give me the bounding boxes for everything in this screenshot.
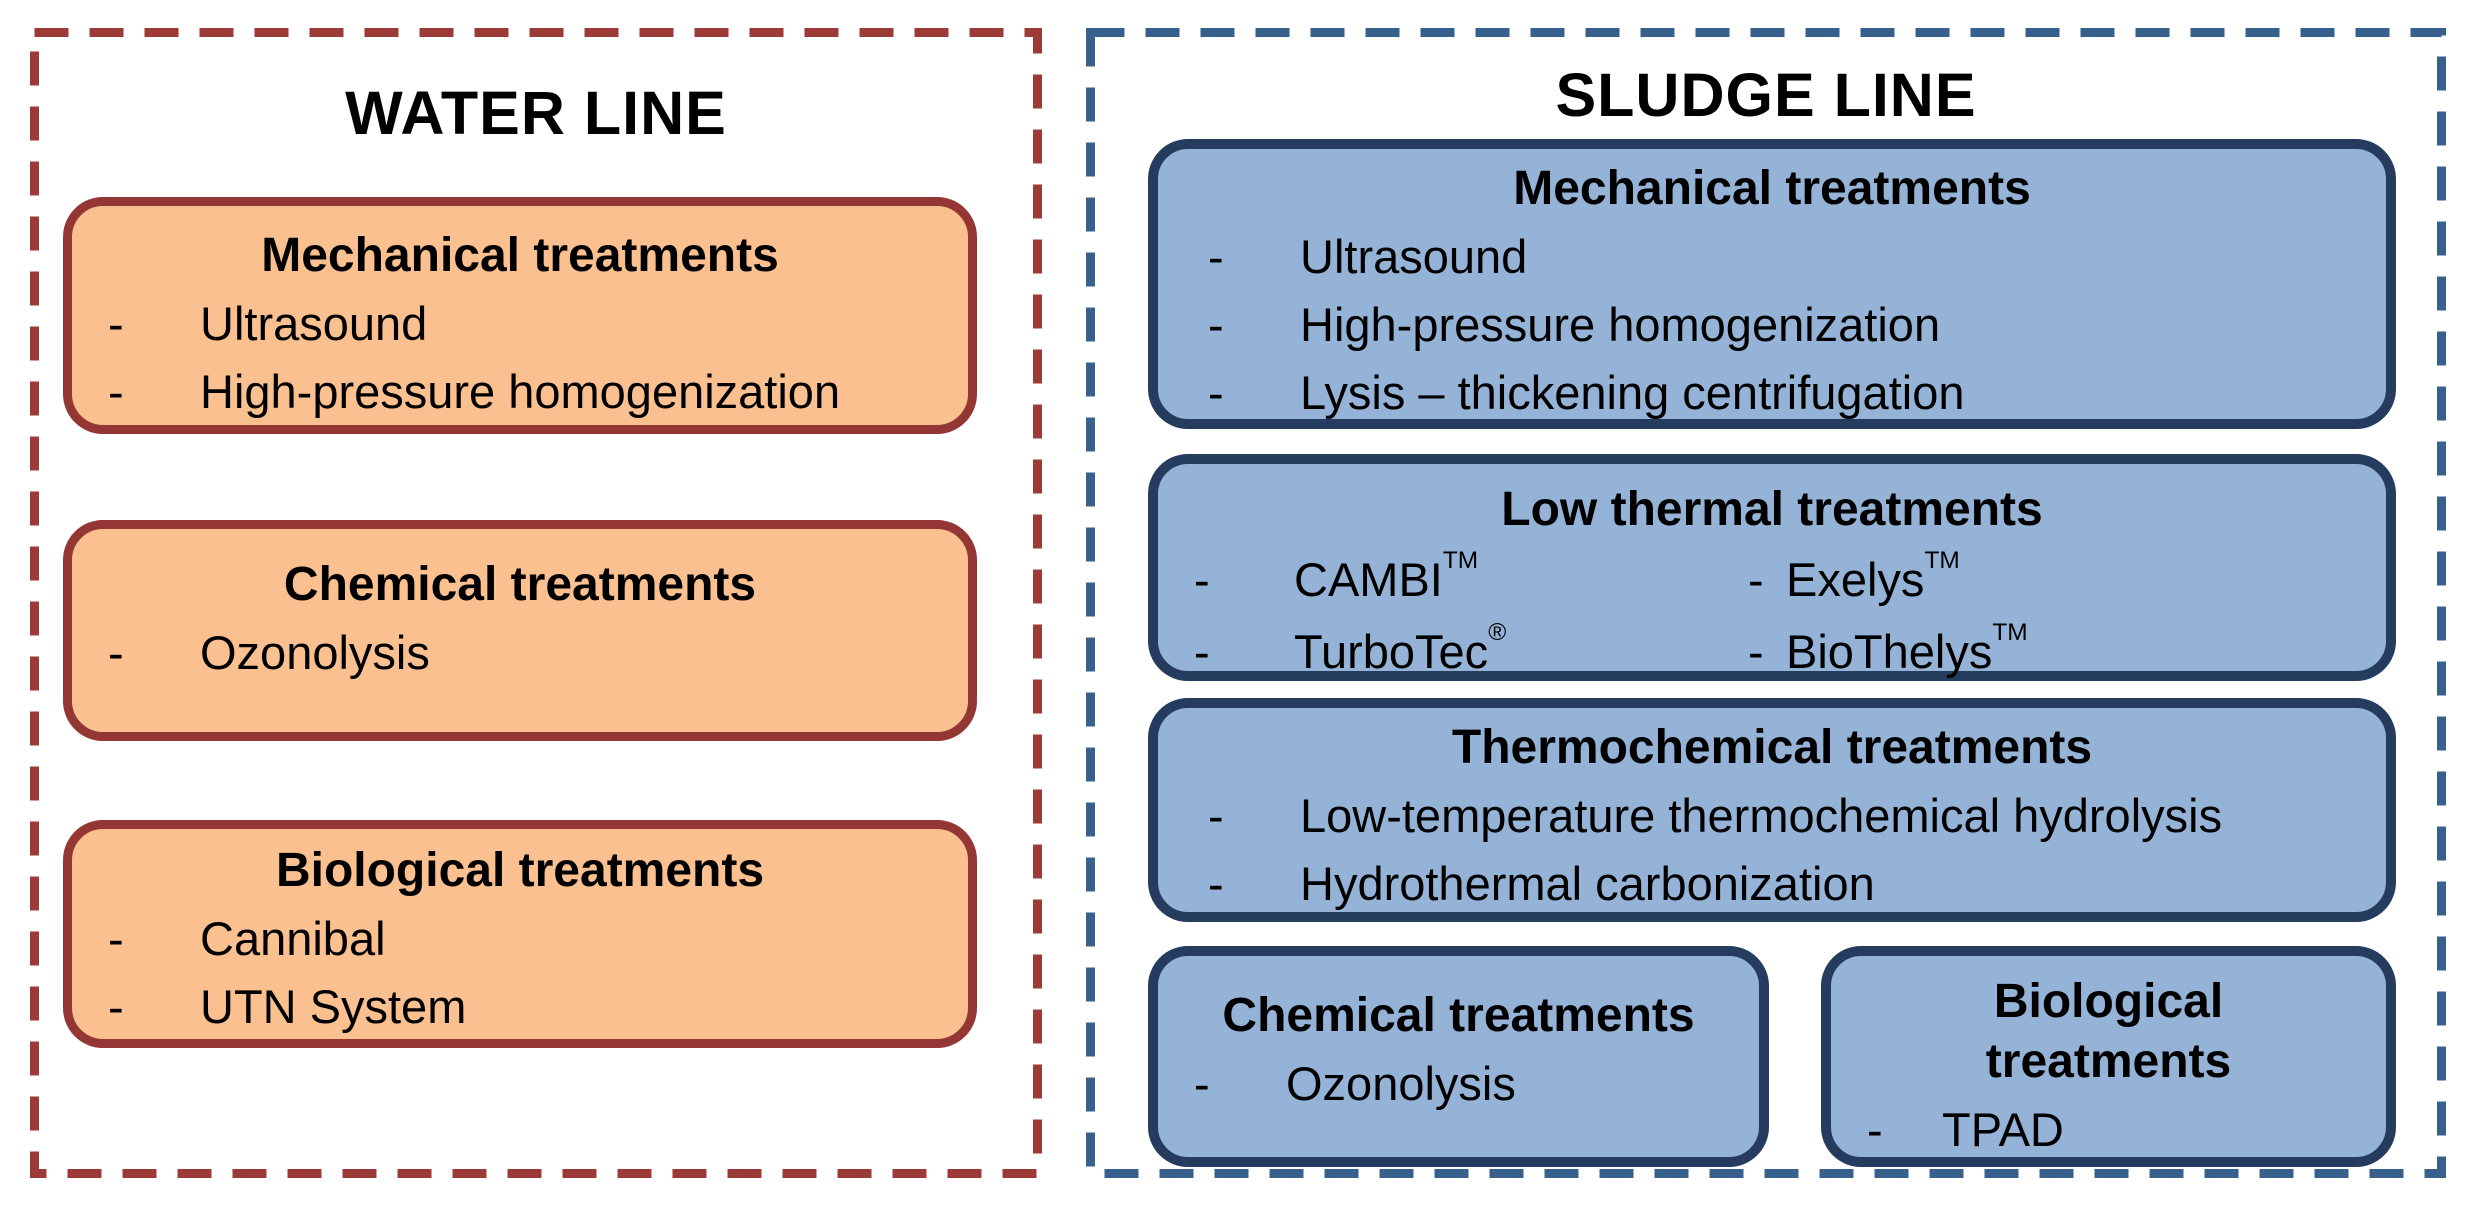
sludge-chemical-box: Chemical treatments - Ozonolysis bbox=[1148, 946, 1769, 1167]
item-label: Hydrothermal carbonization bbox=[1300, 857, 1875, 910]
water-mechanical-box: Mechanical treatments - Ultrasound - Hig… bbox=[63, 197, 977, 434]
bullet-dash: - bbox=[1208, 230, 1224, 283]
item-label: Ultrasound bbox=[1300, 230, 1528, 283]
bullet-dash: - bbox=[1208, 789, 1224, 842]
sludge-mechanical-box: Mechanical treatments - Ultrasound - Hig… bbox=[1148, 139, 2396, 429]
trademark-superscript: TM bbox=[1924, 547, 1960, 575]
bullet-dash: - bbox=[108, 912, 124, 965]
bullet-dash: - bbox=[1194, 553, 1210, 606]
trademark-superscript: TM bbox=[1442, 547, 1479, 575]
box-heading: Biological treatments bbox=[275, 844, 765, 897]
bullet-dash: - bbox=[1748, 553, 1764, 606]
water-dashed-border bbox=[30, 28, 1042, 1178]
bullet-dash: - bbox=[1208, 857, 1224, 910]
list-item: - Cannibal bbox=[108, 905, 968, 973]
box-heading: Chemical treatments bbox=[283, 558, 757, 611]
water-chemical-box: Chemical treatments - Ozonolysis bbox=[63, 520, 977, 741]
brand-name: CAMBI bbox=[1294, 553, 1443, 606]
list-item: - High-pressure homogenization bbox=[1208, 291, 2386, 359]
list-item: - Low-temperature thermochemical hydroly… bbox=[1208, 782, 2386, 850]
item-list: - Ultrasound - High-pressure homogenizat… bbox=[1158, 223, 2386, 427]
item-label: Ozonolysis bbox=[200, 626, 430, 679]
list-item: - High-pressure homogenization bbox=[108, 358, 968, 426]
list-item: - Hydrothermal carbonization bbox=[1208, 850, 2386, 918]
brand-item: - BioThelysTM bbox=[1748, 616, 2386, 688]
list-item: - TPAD bbox=[1867, 1096, 2386, 1164]
list-item: - Ozonolysis bbox=[108, 619, 968, 687]
item-label: TPAD bbox=[1942, 1103, 2064, 1156]
bullet-dash: - bbox=[108, 365, 124, 418]
box-heading: Low thermal treatments bbox=[1501, 483, 2043, 536]
list-item: - Ultrasound bbox=[1208, 223, 2386, 291]
bullet-dash: - bbox=[108, 980, 124, 1033]
bullet-dash: - bbox=[1194, 1057, 1210, 1110]
brand-label: TurboTec® bbox=[1294, 616, 1506, 688]
brand-grid: - CAMBITM - ExelysTM - TurboTec® - BioTh… bbox=[1158, 544, 2386, 688]
brand-item: - ExelysTM bbox=[1748, 544, 2386, 616]
box-heading: Thermochemical treatments bbox=[1451, 721, 2093, 774]
water-biological-box: Biological treatments - Cannibal - UTN S… bbox=[63, 820, 977, 1048]
box-heading: Mechanical treatments bbox=[1513, 162, 2031, 215]
brand-item: - TurboTec® bbox=[1194, 616, 1748, 688]
sludge-line-panel: SLUDGE LINE Mechanical treatments - Ultr… bbox=[1086, 28, 2446, 1178]
box-heading: Mechanical treatments bbox=[261, 229, 779, 282]
bullet-dash: - bbox=[108, 626, 124, 679]
sludge-low-thermal-box: Low thermal treatments - CAMBITM - Exely… bbox=[1148, 454, 2396, 681]
trademark-superscript: TM bbox=[1992, 619, 2028, 647]
item-list: - Ultrasound - High-pressure homogenizat… bbox=[72, 290, 968, 426]
item-list: - Low-temperature thermochemical hydroly… bbox=[1158, 782, 2386, 918]
brand-label: ExelysTM bbox=[1786, 544, 1960, 616]
list-item: - UTN System bbox=[108, 973, 968, 1041]
bullet-dash: - bbox=[108, 297, 124, 350]
bullet-dash: - bbox=[1194, 625, 1210, 678]
brand-name: BioThelys bbox=[1786, 625, 1993, 678]
item-list: - Ozonolysis bbox=[1158, 1050, 1759, 1118]
item-list: - Cannibal - UTN System bbox=[72, 905, 968, 1041]
bullet-dash: - bbox=[1748, 625, 1764, 678]
item-label: Lysis – thickening centrifugation bbox=[1300, 366, 1965, 419]
list-item: - Lysis – thickening centrifugation bbox=[1208, 359, 2386, 427]
trademark-superscript: ® bbox=[1488, 619, 1507, 647]
item-label: Low-temperature thermochemical hydrolysi… bbox=[1300, 789, 2223, 842]
sludge-dashed-border bbox=[1086, 28, 2446, 1178]
box-heading: Biological treatments bbox=[1985, 975, 2232, 1088]
item-label: High-pressure homogenization bbox=[200, 365, 841, 418]
bullet-dash: - bbox=[1208, 366, 1224, 419]
sludge-line-title: SLUDGE LINE bbox=[1555, 61, 1977, 129]
bullet-dash: - bbox=[1208, 298, 1224, 351]
item-label: Ultrasound bbox=[200, 297, 428, 350]
sludge-thermochemical-box: Thermochemical treatments - Low-temperat… bbox=[1148, 698, 2396, 922]
item-label: Cannibal bbox=[200, 912, 386, 965]
sludge-biological-box: Biological treatments - TPAD bbox=[1821, 946, 2396, 1167]
bullet-dash: - bbox=[1867, 1103, 1883, 1156]
box-heading: Chemical treatments bbox=[1222, 989, 1695, 1042]
brand-label: CAMBITM bbox=[1294, 544, 1478, 616]
list-item: - Ozonolysis bbox=[1194, 1050, 1759, 1118]
item-list: - Ozonolysis bbox=[72, 619, 968, 687]
brand-name: Exelys bbox=[1786, 553, 1925, 606]
brand-name: TurboTec bbox=[1294, 625, 1489, 678]
item-list: - TPAD bbox=[1831, 1096, 2386, 1164]
list-item: - Ultrasound bbox=[108, 290, 968, 358]
water-line-panel: WATER LINE Mechanical treatments - Ultra… bbox=[30, 28, 1042, 1178]
water-line-title: WATER LINE bbox=[345, 79, 727, 147]
item-label: High-pressure homogenization bbox=[1300, 298, 1941, 351]
brand-label: BioThelysTM bbox=[1786, 616, 2028, 688]
item-label: UTN System bbox=[200, 980, 467, 1033]
brand-item: - CAMBITM bbox=[1194, 544, 1748, 616]
item-label: Ozonolysis bbox=[1286, 1057, 1516, 1110]
